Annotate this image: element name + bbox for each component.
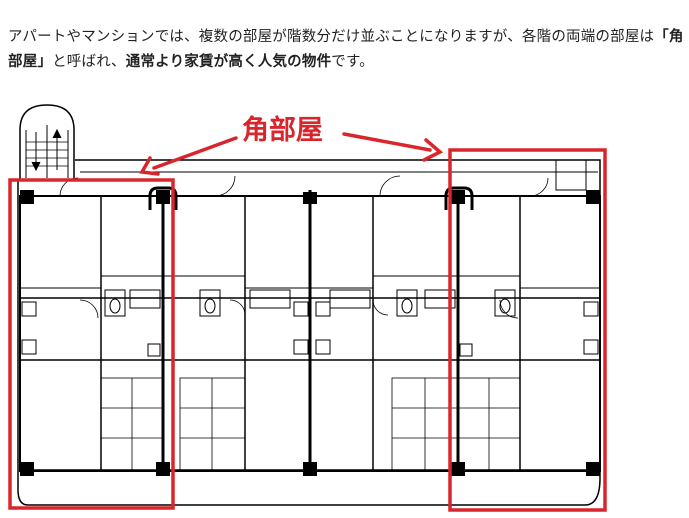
stair-arrow-down-icon xyxy=(31,132,41,172)
callout-label: 角部屋 xyxy=(242,114,323,146)
floor-plan-diagram: 角部屋 xyxy=(8,104,607,512)
corner-room-highlights xyxy=(8,148,607,512)
corner-room-term: 「角部屋」 xyxy=(8,28,684,70)
intro-paragraph: アパートやマンションでは、複数の部屋が階数分だけ並ぶことになりますが、各階の両端… xyxy=(8,25,684,75)
unit-walls xyxy=(19,190,601,472)
tatami-rooms xyxy=(100,377,521,471)
intro-text-1: アパートやマンションでは、複数の部屋が階数分だけ並ぶことになりますが、各階の両端… xyxy=(8,28,655,45)
stair-arrow-up-icon xyxy=(52,128,62,170)
building-outline xyxy=(17,104,601,506)
bath-fixtures xyxy=(21,159,599,357)
right-corner-room-box xyxy=(448,148,607,512)
pipe-shafts xyxy=(148,186,474,210)
left-corner-room-box xyxy=(8,178,175,510)
intro-text-3: です。 xyxy=(331,53,374,70)
callout-arrows xyxy=(139,132,444,176)
intro-text-2: と呼ばれ、 xyxy=(52,53,126,70)
stair-treads xyxy=(26,141,68,167)
structural-pillars xyxy=(20,190,600,476)
door-swings xyxy=(59,175,549,319)
rent-emphasis: 通常より家賃が高く人気の物件 xyxy=(125,53,332,70)
